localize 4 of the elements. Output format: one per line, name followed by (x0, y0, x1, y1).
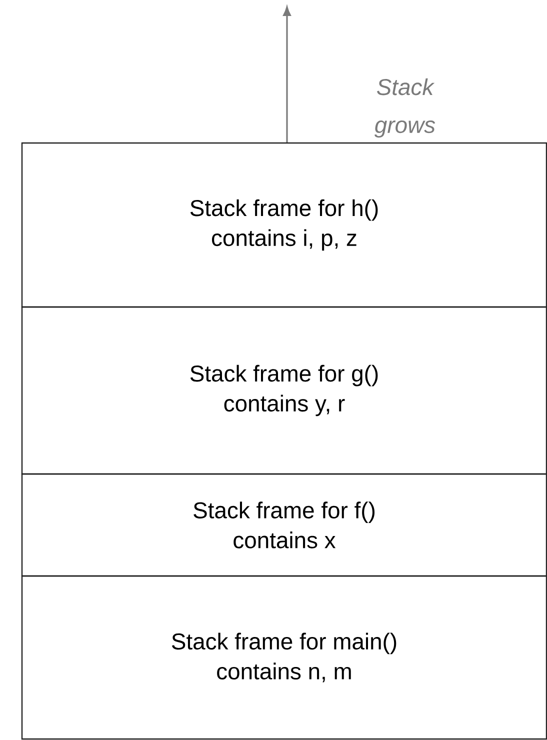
stack-frame-box: Stack frame for h() contains i, p, z (21, 142, 547, 308)
stack-frame-box: Stack frame for f() contains x (21, 473, 547, 577)
stack-frame-box: Stack frame for g() contains y, r (21, 306, 547, 475)
stack-frame-box: Stack frame for main() contains n, m (21, 575, 547, 740)
